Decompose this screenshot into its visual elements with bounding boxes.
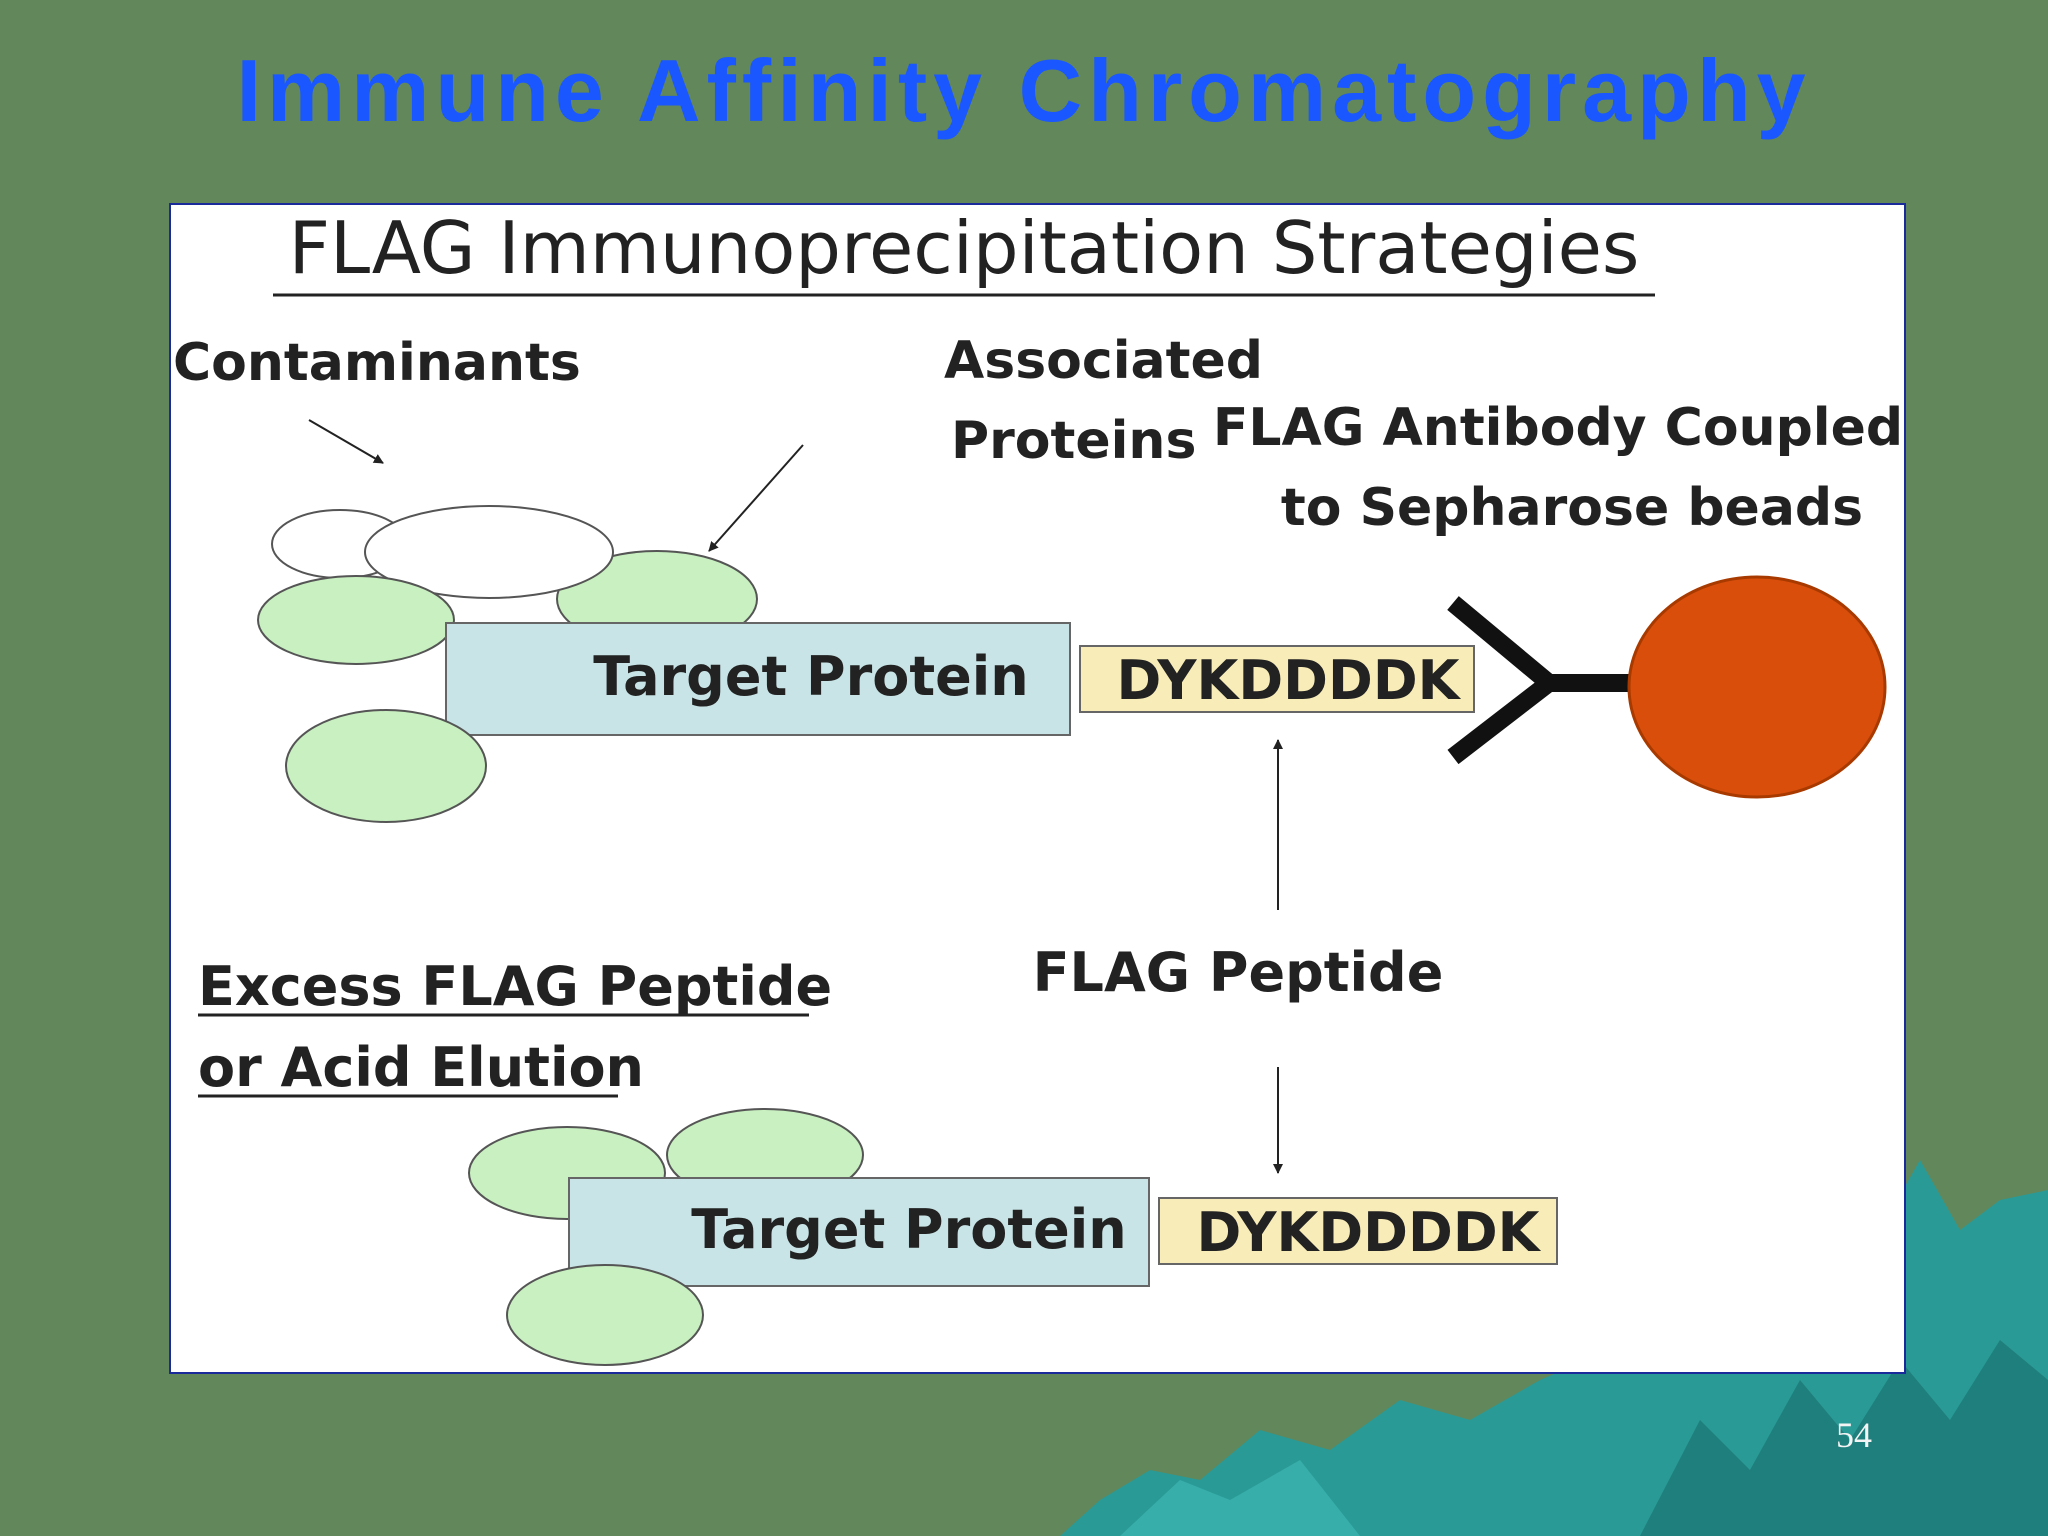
elution-label-line2: or Acid Elution — [198, 1036, 644, 1099]
associated-proteins-label-line1: Associated — [944, 331, 1263, 391]
contaminants-arrow — [308, 419, 384, 464]
diagram-canvas: FLAG Immunoprecipitation Strategies Cont… — [173, 206, 1903, 1366]
target-protein-box — [568, 1177, 1150, 1287]
contaminant-protein — [364, 505, 614, 599]
flag-tag-label: DYKDDDDK — [1117, 649, 1462, 712]
associated-protein — [506, 1264, 704, 1366]
antibody-label-line2: to Sepharose beads — [1281, 478, 1863, 538]
target-protein-box — [445, 622, 1071, 736]
top-complex: Target Protein DYKDDDDK — [257, 505, 1887, 823]
flag-tag-box — [1158, 1197, 1558, 1265]
elution-label-line1: Excess FLAG Peptide — [198, 955, 832, 1018]
contaminants-label: Contaminants — [173, 333, 581, 393]
target-protein-label: Target Protein — [691, 1198, 1127, 1261]
slide-title: Immune Affinity Chromatography — [236, 41, 1812, 140]
associated-protein — [257, 575, 455, 665]
diagram-heading: FLAG Immunoprecipitation Strategies — [289, 206, 1640, 290]
antibody-shape — [1447, 596, 1633, 765]
page-number: 54 — [1836, 1415, 1872, 1455]
bottom-complex: Target Protein DYKDDDDK — [468, 1108, 1558, 1366]
associated-protein — [285, 709, 487, 823]
flag-tag-label: DYKDDDDK — [1197, 1201, 1542, 1264]
sepharose-bead — [1627, 575, 1887, 799]
flag-peptide-label: FLAG Peptide — [1033, 941, 1444, 1004]
target-protein-label: Target Protein — [593, 645, 1029, 708]
antibody-label-line1: FLAG Antibody Coupled — [1213, 398, 1903, 458]
flag-ip-diagram: FLAG Immunoprecipitation Strategies Cont… — [169, 203, 1906, 1374]
associated-proteins-arrow — [708, 444, 804, 552]
flag-tag-box — [1079, 645, 1475, 713]
associated-proteins-label-line2: Proteins — [951, 411, 1196, 471]
